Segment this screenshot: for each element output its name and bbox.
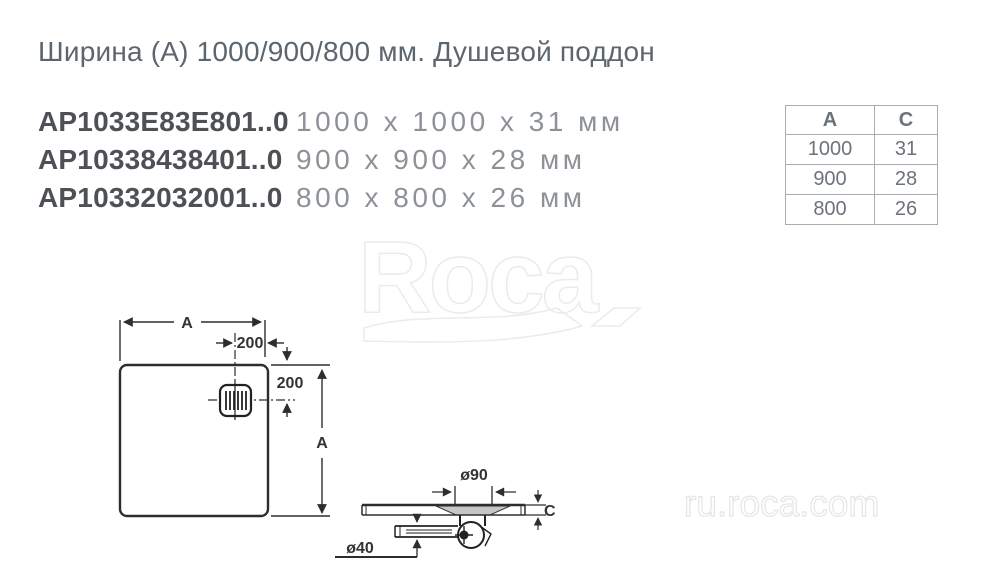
size-table: A C 1000 31 900 28 800 26 — [785, 105, 938, 225]
size-a-value: 1000 — [785, 134, 875, 165]
product-row: AP1033E83E801..0 1000 x 1000 x 31 мм — [38, 106, 624, 144]
size-c-value: 26 — [874, 194, 938, 225]
roca-swoosh-tail — [589, 307, 642, 327]
product-dimensions: 900 x 900 x 28 мм — [296, 144, 586, 175]
side-view-drawing: ø90 — [335, 467, 556, 558]
dim-d40-lines — [335, 513, 422, 558]
dim-a-right-lines — [271, 364, 330, 517]
plan-view-drawing: A 200 200 A — [118, 315, 330, 518]
size-table-row: 1000 31 — [785, 134, 938, 165]
product-code: AP1033E83E801..0 — [38, 106, 289, 137]
page-title: Ширина (А) 1000/900/800 мм. Душевой подд… — [38, 36, 655, 67]
dim-label-200-top: 200 — [237, 335, 264, 352]
size-table-row: 800 26 — [785, 194, 938, 225]
product-dimensions: 800 x 800 x 26 мм — [296, 182, 586, 213]
size-table-header-row: A C — [785, 105, 938, 135]
size-c-value: 28 — [874, 164, 938, 195]
drain-trap — [394, 515, 492, 549]
dim-label-d90: ø90 — [460, 467, 488, 484]
size-table-row: 900 28 — [785, 164, 938, 195]
site-watermark: ru.roca.com — [683, 482, 880, 524]
dim-d90-lines — [432, 486, 516, 505]
size-a-value: 900 — [785, 164, 875, 195]
dim-label-a-top: A — [181, 315, 193, 332]
dim-label-d40: ø40 — [346, 540, 374, 557]
dim-c-lines — [525, 490, 546, 530]
product-code: AP10332032001..0 — [38, 182, 283, 213]
product-dimensions: 1000 x 1000 x 31 мм — [296, 106, 624, 137]
dim-a-top-lines — [119, 317, 266, 361]
product-list: AP1033E83E801..0 1000 x 1000 x 31 мм AP1… — [38, 106, 624, 220]
dim-label-a-right: A — [316, 435, 328, 452]
product-code: AP10338438401..0 — [38, 144, 283, 175]
roca-logo-watermark: Roca — [357, 219, 642, 343]
product-row: AP10332032001..0 800 x 800 x 26 мм — [38, 182, 624, 220]
roca-logo-text: Roca — [358, 220, 600, 334]
size-c-value: 31 — [874, 134, 938, 165]
site-watermark-text: ru.roca.com — [684, 483, 879, 524]
dim-label-c: C — [544, 503, 556, 520]
size-table-header-c: C — [874, 105, 938, 135]
size-table-header-a: A — [785, 105, 875, 135]
dim-label-200-right: 200 — [277, 375, 304, 392]
roca-swoosh — [363, 307, 584, 343]
product-row: AP10338438401..0 900 x 900 x 28 мм — [38, 144, 624, 182]
tray-slab — [361, 503, 526, 516]
drain-grate — [218, 381, 253, 420]
size-a-value: 800 — [785, 194, 875, 225]
